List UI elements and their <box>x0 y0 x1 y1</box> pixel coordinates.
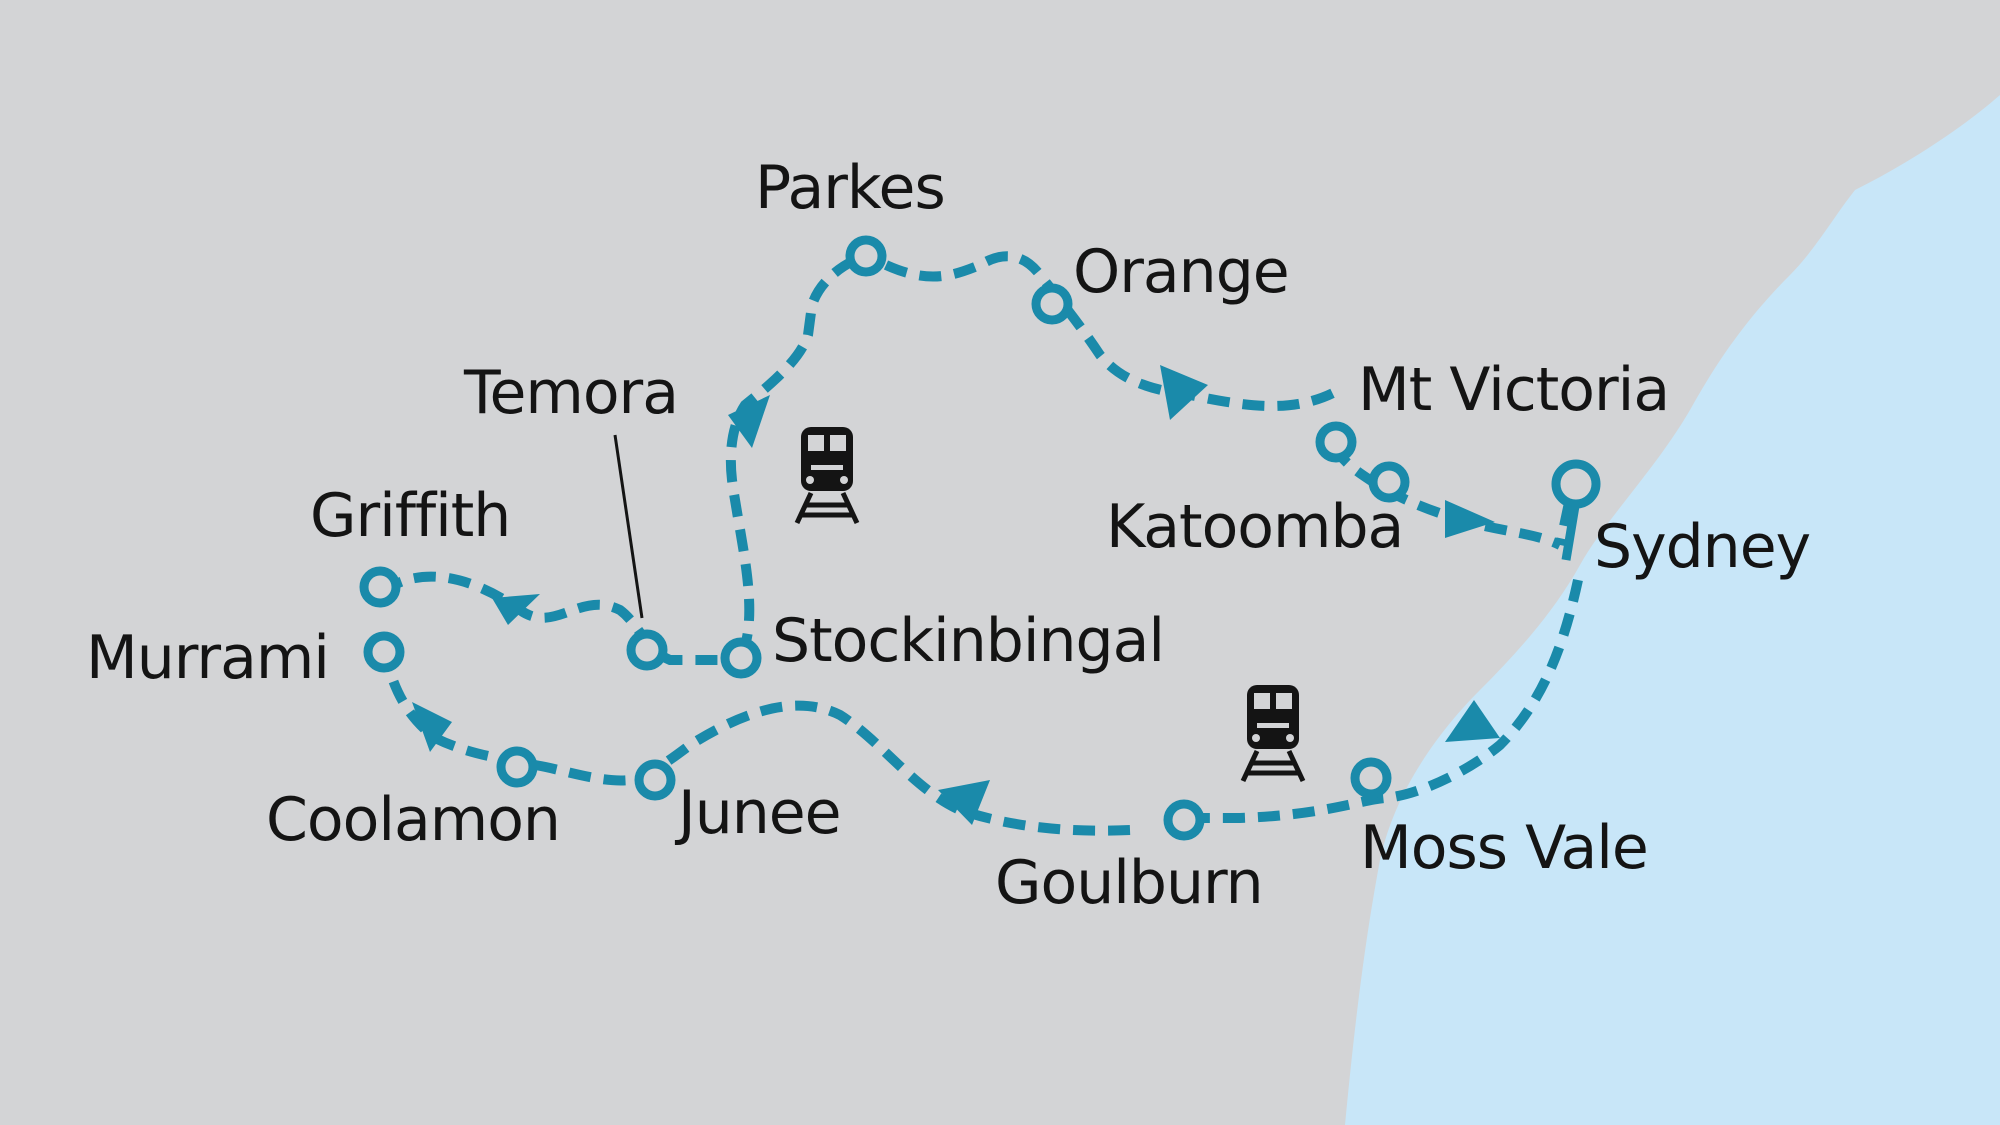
station-label-goulburn: Goulburn <box>995 848 1264 918</box>
station-marker-parkes <box>845 235 887 277</box>
station-label-moss-vale: Moss Vale <box>1360 813 1649 883</box>
station-marker-temora <box>626 629 668 671</box>
station-marker-mt-victoria <box>1315 421 1357 463</box>
route-segment <box>883 251 1338 412</box>
station-label-temora: Temora <box>464 358 679 428</box>
station-label-katoomba: Katoomba <box>1106 492 1404 562</box>
route-arrow <box>728 395 770 448</box>
route-arrow <box>938 780 990 825</box>
route-arrow <box>1160 365 1208 420</box>
station-markers <box>359 235 1410 841</box>
route-arrow <box>1445 700 1500 742</box>
route-segment <box>1330 443 1563 550</box>
station-marker-griffith <box>359 566 401 608</box>
station-label-parkes: Parkes <box>755 153 946 223</box>
route-arrow <box>1445 500 1495 538</box>
station-label-orange: Orange <box>1073 237 1290 307</box>
station-marker-goulburn <box>1163 799 1205 841</box>
train-icon <box>794 427 860 525</box>
station-label-murrami: Murrami <box>86 623 330 693</box>
route-segment <box>380 650 1131 836</box>
station-marker-stockinbingal <box>720 637 762 679</box>
route-arrow <box>412 702 452 752</box>
station-label-sydney: Sydney <box>1594 512 1811 582</box>
station-label-stockinbingal: Stockinbingal <box>772 606 1165 676</box>
station-marker-murrami <box>363 631 405 673</box>
station-marker-moss-vale <box>1350 757 1392 799</box>
sea <box>1345 95 2000 1125</box>
station-label-coolamon: Coolamon <box>266 785 561 855</box>
sydney-pin-icon <box>1551 459 1601 561</box>
train-icon <box>1240 685 1306 783</box>
station-marker-orange <box>1031 283 1073 325</box>
direction-arrows <box>412 365 1500 825</box>
station-marker-junee <box>634 759 676 801</box>
station-label-junee: Junee <box>678 778 842 848</box>
temora-leader-line <box>613 434 644 619</box>
route-arrow <box>492 594 540 625</box>
station-label-griffith: Griffith <box>310 481 511 551</box>
station-marker-coolamon <box>496 746 538 788</box>
station-marker-katoomba <box>1368 461 1410 503</box>
station-label-mt-victoria: Mt Victoria <box>1358 355 1670 425</box>
